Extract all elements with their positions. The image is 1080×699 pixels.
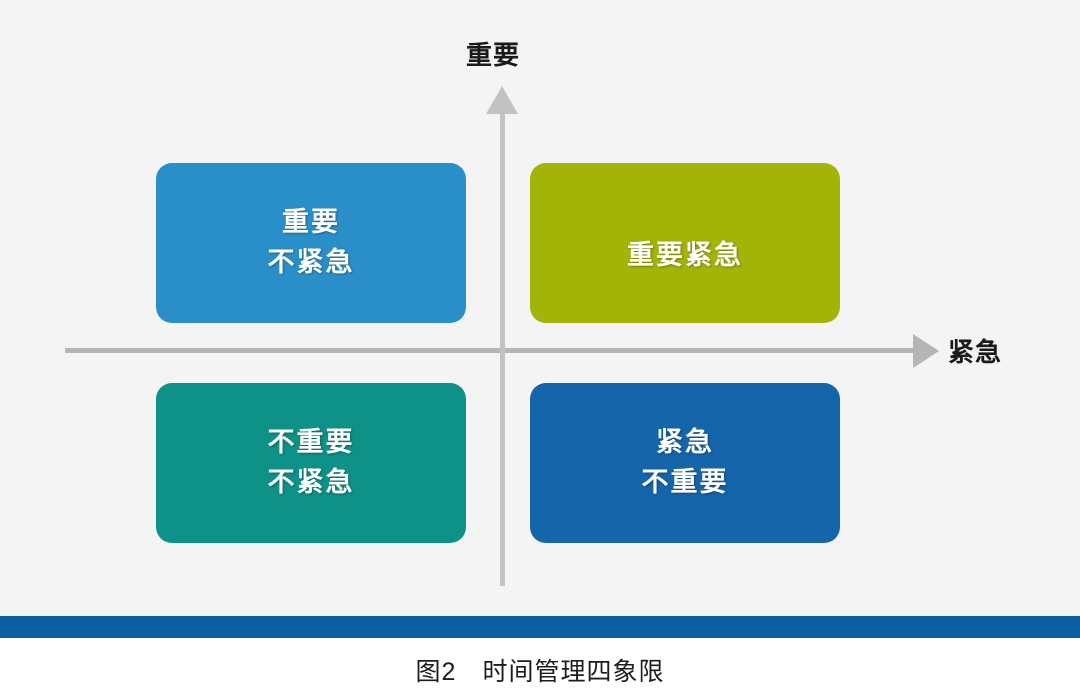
arrow-up-icon [486,86,518,114]
quadrant-label-line: 不重要 [267,427,355,458]
arrow-right-icon [913,334,939,368]
quadrant-not-important-not-urgent[interactable]: 不重要 不紧急 [156,383,466,543]
quadrant-label-line: 重要紧急 [627,240,743,271]
horizontal-axis-label: 紧急 [948,337,1003,367]
horizontal-axis-line [65,348,917,353]
quadrant-important-not-urgent[interactable]: 重要 不紧急 [156,163,466,323]
matrix-canvas: 重要 紧急 重要 不紧急 重要紧急 不重要 不紧急 紧急 不重要 [0,0,1080,616]
quadrant-urgent-not-important[interactable]: 紧急 不重要 [530,383,840,543]
accent-bar [0,616,1080,638]
quadrant-important-urgent[interactable]: 重要紧急 [530,163,840,323]
quadrant-label-line: 紧急 [656,427,714,458]
vertical-axis-line [500,110,505,586]
quadrant-label-line: 重要 [282,207,340,238]
quadrant-label-line: 不重要 [641,467,729,497]
quadrant-label-line: 不紧急 [267,467,355,497]
quadrant-label-line: 不紧急 [267,247,355,277]
figure-caption: 图2 时间管理四象限 [415,658,665,686]
vertical-axis-label: 重要 [466,40,521,70]
